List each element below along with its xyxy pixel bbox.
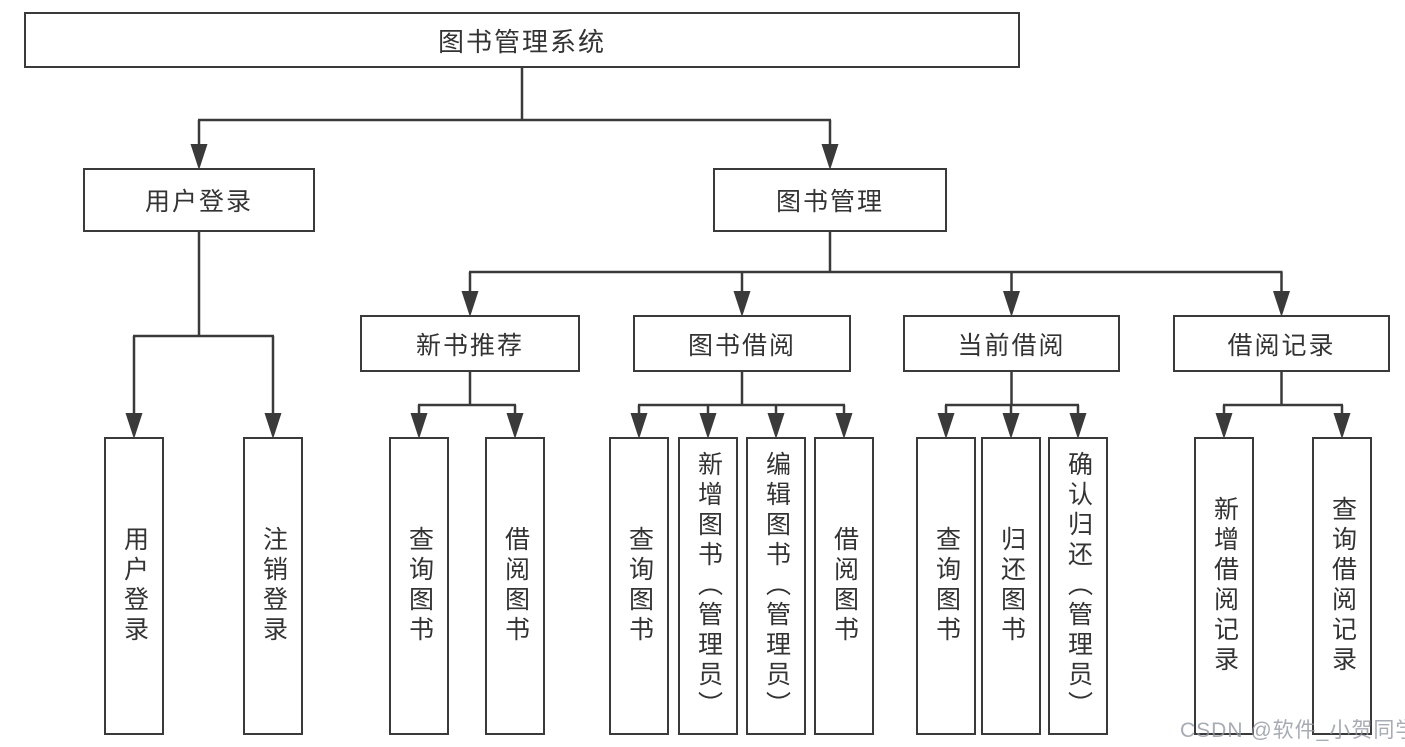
arrowhead-icon — [461, 291, 479, 317]
arrowhead-icon — [190, 144, 208, 170]
arrowhead-icon — [1002, 413, 1020, 439]
arrowhead-icon — [1003, 291, 1020, 317]
arrowhead-icon — [1273, 291, 1290, 317]
arrowhead-icon — [1069, 413, 1087, 439]
node-user-login-group: 用户登录 — [83, 168, 315, 232]
arrowhead-icon — [821, 144, 839, 170]
arrowhead-icon — [937, 413, 955, 439]
arrowhead-icon — [767, 413, 785, 439]
arrowhead-icon — [699, 413, 717, 439]
arrowhead-icon — [264, 413, 282, 439]
arrowhead-icon — [1333, 413, 1351, 439]
arrowhead-icon — [125, 413, 143, 439]
arrowhead-icon — [1215, 413, 1233, 439]
csdn-watermark: CSDN @软件_小贺同学 — [1180, 719, 1405, 742]
arrowhead-icon — [835, 413, 853, 439]
node-book-mgmt: 图书管理 — [713, 168, 947, 232]
arrowhead-icon — [733, 291, 751, 317]
arrowhead-icon — [630, 413, 648, 439]
node-leaf-query-book-a: 查询图书 — [389, 437, 449, 735]
arrowhead-icon — [506, 413, 524, 439]
node-leaf-add-book: 新增图书（管理员） — [678, 437, 738, 735]
node-borrow-records: 借阅记录 — [1173, 315, 1390, 372]
node-leaf-borrow-book-b: 借阅图书 — [814, 437, 874, 735]
node-leaf-return-book: 归还图书 — [981, 437, 1041, 735]
node-leaf-confirm-return: 确认归还（管理员） — [1048, 437, 1108, 735]
node-leaf-borrow-book-a: 借阅图书 — [485, 437, 545, 735]
node-new-book-rec: 新书推荐 — [360, 315, 580, 372]
node-current-borrow: 当前借阅 — [903, 315, 1120, 372]
node-root: 图书管理系统 — [24, 12, 1020, 68]
node-leaf-query-record: 查询借阅记录 — [1312, 437, 1372, 735]
node-book-borrow: 图书借阅 — [633, 315, 851, 372]
node-leaf-query-book-c: 查询图书 — [916, 437, 976, 735]
arrowhead-icon — [410, 413, 428, 439]
node-leaf-user-login: 用户登录 — [104, 437, 164, 735]
node-leaf-query-book-b: 查询图书 — [609, 437, 669, 735]
node-leaf-add-record: 新增借阅记录 — [1194, 437, 1254, 735]
node-leaf-logout: 注销登录 — [243, 437, 303, 735]
node-leaf-edit-book: 编辑图书（管理员） — [746, 437, 806, 735]
